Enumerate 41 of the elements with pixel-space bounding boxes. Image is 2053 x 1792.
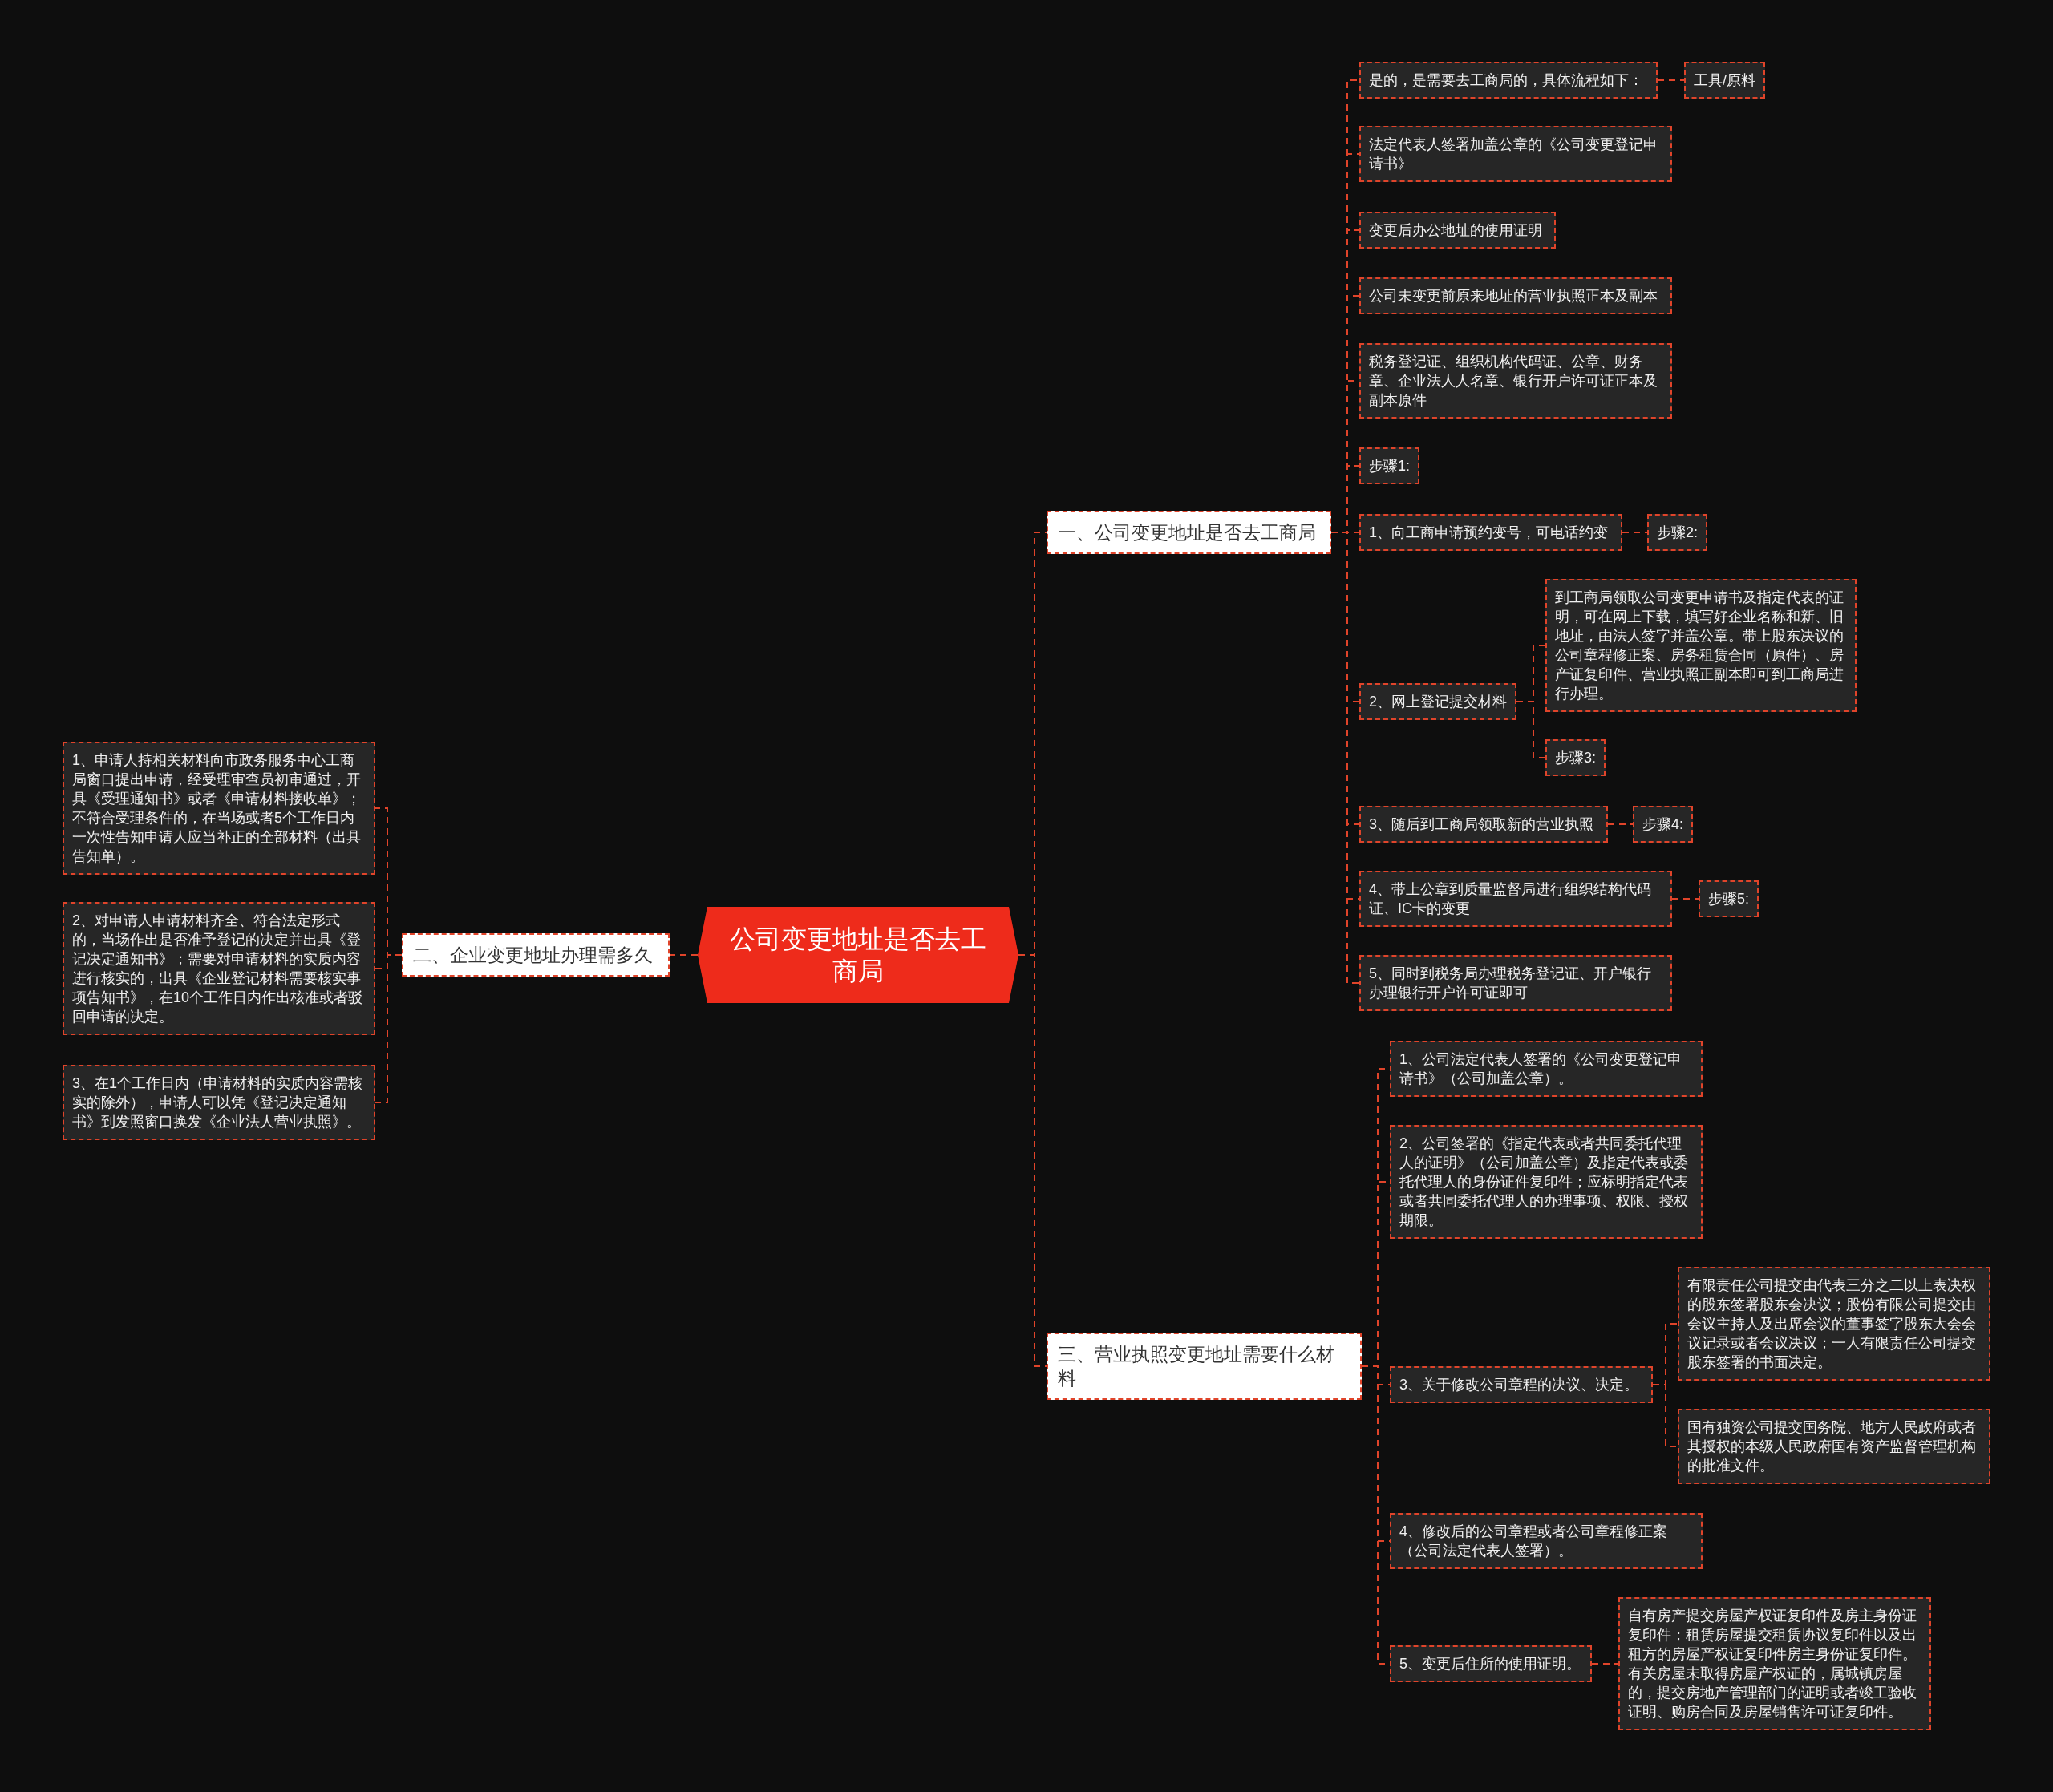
topic-box: 法定代表人签署加盖公章的《公司变更登记申请书》 (1359, 126, 1672, 182)
connector-line (1652, 1384, 1678, 1447)
connector-line (1622, 532, 1648, 533)
connector-line (669, 954, 699, 956)
topic-box: 2、对申请人申请材料齐全、符合法定形式的，当场作出是否准予登记的决定并出具《登记决定通知书》；需要对申请材料的实质内容进行核实的，出具《企业登记材料需要核实事项告知书》，在10个工作日内作出核准或者驳回申请的决定。 (63, 902, 375, 1035)
topic-box: 3、在1个工作日内（申请材料的实质内容需核实的除外），申请人可以凭《登记决定通知书》到发照窗口换发《企业法人营业执照》。 (63, 1065, 375, 1140)
topic-box: 公司未变更前原来地址的营业执照正本及副本 (1359, 277, 1672, 314)
connector-line (1607, 823, 1634, 825)
topic-box: 4、修改后的公司章程或者公司章程修正案（公司法定代表人签署）。 (1390, 1513, 1703, 1569)
topic-box: 自有房产提交房屋产权证复印件及房主身份证复印件；租赁房屋提交租赁协议复印件以及出租方的房屋产权证复印件房主身份证复印件。有关房屋未取得房屋产权证的，属城镇房屋的，提交房地产管理部门的证明或者竣工验收证明、购房合同及房屋销售许可证复印件。 (1618, 1597, 1931, 1730)
topic-box: 变更后办公地址的使用证明 (1359, 212, 1556, 249)
topic-box: 1、公司法定代表人签署的《公司变更登记申请书》（公司加盖公章）。 (1390, 1041, 1703, 1097)
topic-box: 3、随后到工商局领取新的营业执照 (1359, 806, 1608, 843)
topic-box: 步骤4: (1633, 806, 1693, 843)
topic-box: 3、关于修改公司章程的决议、决定。 (1390, 1366, 1653, 1403)
topic-box: 步骤2: (1647, 514, 1707, 551)
topic-box: 1、向工商申请预约变号，可电话约变 (1359, 514, 1622, 551)
connector-line (1671, 898, 1699, 900)
connector-line (1657, 79, 1685, 81)
connector-line (1516, 701, 1546, 758)
branch-topic: 二、企业变更地址办理需多久 (402, 933, 670, 977)
topic-box: 2、公司签署的《指定代表或者共同委托代理人的证明》（公司加盖公章）及指定代表或委托代理人的身份证件复印件；应标明指定代表或者共同委托代理人的办理事项、权限、授权期限。 (1390, 1125, 1703, 1239)
connector-line (375, 954, 403, 1103)
central-topic: 公司变更地址是否去工商局 (698, 907, 1018, 1003)
topic-box: 5、同时到税务局办理税务登记证、开户银行办理银行开户许可证即可 (1359, 955, 1672, 1011)
topic-box: 步骤3: (1545, 739, 1606, 776)
topic-box: 2、网上登记提交材料 (1359, 683, 1516, 720)
topic-box: 1、申请人持相关材料向市政务服务中心工商局窗口提出申请，经受理审查员初审通过，开具《受理通知书》或者《申请材料接收单》；不符合受理条件的，在当场或者5个工作日内一次性告知申请人应当补正的全部材料（出具告知单）。 (63, 742, 375, 875)
topic-box: 步骤1: (1359, 447, 1419, 484)
connector-line (1591, 1663, 1619, 1665)
branch-topic: 三、营业执照变更地址需要什么材料 (1047, 1333, 1362, 1400)
topic-box: 到工商局领取公司变更申请书及指定代表的证明，可在网上下载，填写好企业名称和新、旧地址，由法人签字并盖公章。带上股东决议的公司章程修正案、房务租赁合同（原件）、房产证复印件、营业执照正副本即可到工商局进行办理。 (1545, 579, 1857, 712)
topic-box: 国有独资公司提交国务院、地方人民政府或者其授权的本级人民政府国有资产监督管理机构的批准文件。 (1678, 1409, 1990, 1484)
branch-topic: 一、公司变更地址是否去工商局 (1047, 511, 1331, 554)
topic-box: 4、带上公章到质量监督局进行组织结构代码证、IC卡的变更 (1359, 871, 1672, 927)
topic-box: 5、变更后住所的使用证明。 (1390, 1645, 1592, 1682)
topic-box: 有限责任公司提交由代表三分之二以上表决权的股东签署股东会决议；股份有限公司提交由会议主持人及出席会议的董事签字股东大会会议记录或者会议决议；一人有限责任公司提交股东签署的书面决定。 (1678, 1267, 1990, 1381)
topic-box: 是的，是需要去工商局的，具体流程如下： (1359, 62, 1658, 99)
topic-box: 工具/原料 (1684, 62, 1765, 99)
topic-box: 步骤5: (1699, 880, 1759, 917)
topic-box: 税务登记证、组织机构代码证、公章、财务章、企业法人人名章、银行开户许可证正本及副本原件 (1359, 343, 1672, 419)
